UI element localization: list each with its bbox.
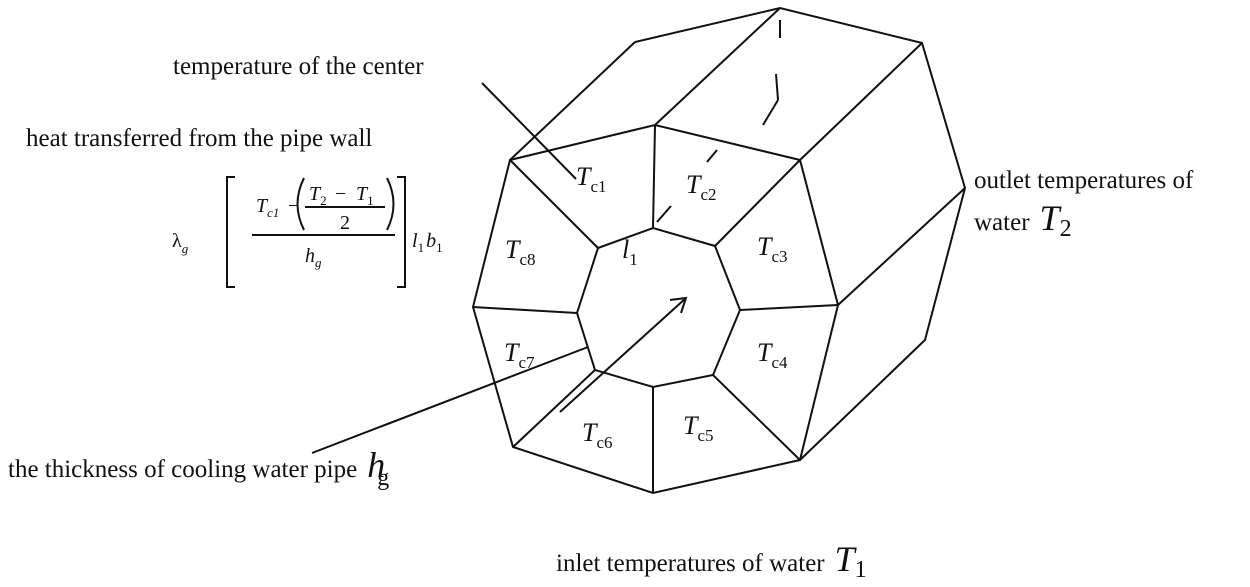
leader-line-center xyxy=(481,82,577,180)
segment-label-tc5: Tc5 xyxy=(683,411,714,445)
formula-lambda: λg xyxy=(172,230,189,256)
outlet-label-line1: outlet temperatures of xyxy=(974,167,1194,194)
formula-minus: − xyxy=(288,195,299,217)
back-face-edges xyxy=(509,6,967,461)
segment-label-tc4: Tc4 xyxy=(757,338,788,372)
formula-tc1: Tc1 xyxy=(256,195,279,220)
inner-octagon xyxy=(575,226,742,389)
formula-hg: hg xyxy=(305,245,322,270)
inlet-symbol-T1: T xyxy=(835,539,858,579)
length-symbol-l1: l1 xyxy=(622,235,638,269)
heat-transfer-label: heat transferred from the pipe wall xyxy=(26,125,372,152)
segment-dividers xyxy=(472,124,839,493)
formula-half: 2 xyxy=(340,212,350,234)
segment-label-tc3: Tc3 xyxy=(757,232,788,266)
formula-brackets xyxy=(226,176,406,288)
thickness-symbol-hg: h xyxy=(367,445,385,485)
segment-label-tc1: Tc1 xyxy=(576,162,607,196)
formula-t1: T1 xyxy=(356,183,374,208)
outlet-symbol-T2: T xyxy=(1040,198,1063,238)
segment-label-tc8: Tc8 xyxy=(505,235,536,269)
formula-inner-minus: − xyxy=(335,183,346,205)
flow-arrow xyxy=(559,296,688,413)
leader-line-thickness xyxy=(311,346,589,454)
segment-label-tc2: Tc2 xyxy=(686,170,717,204)
hidden-inner-edges xyxy=(656,20,781,223)
segment-label-tc6: Tc6 xyxy=(582,418,613,452)
outer-octagon-front xyxy=(471,123,840,495)
formula-t2: T2 xyxy=(309,183,327,208)
center-temperature-label: temperature of the center xyxy=(173,53,424,80)
segment-label-tc7: Tc7 xyxy=(504,338,535,372)
